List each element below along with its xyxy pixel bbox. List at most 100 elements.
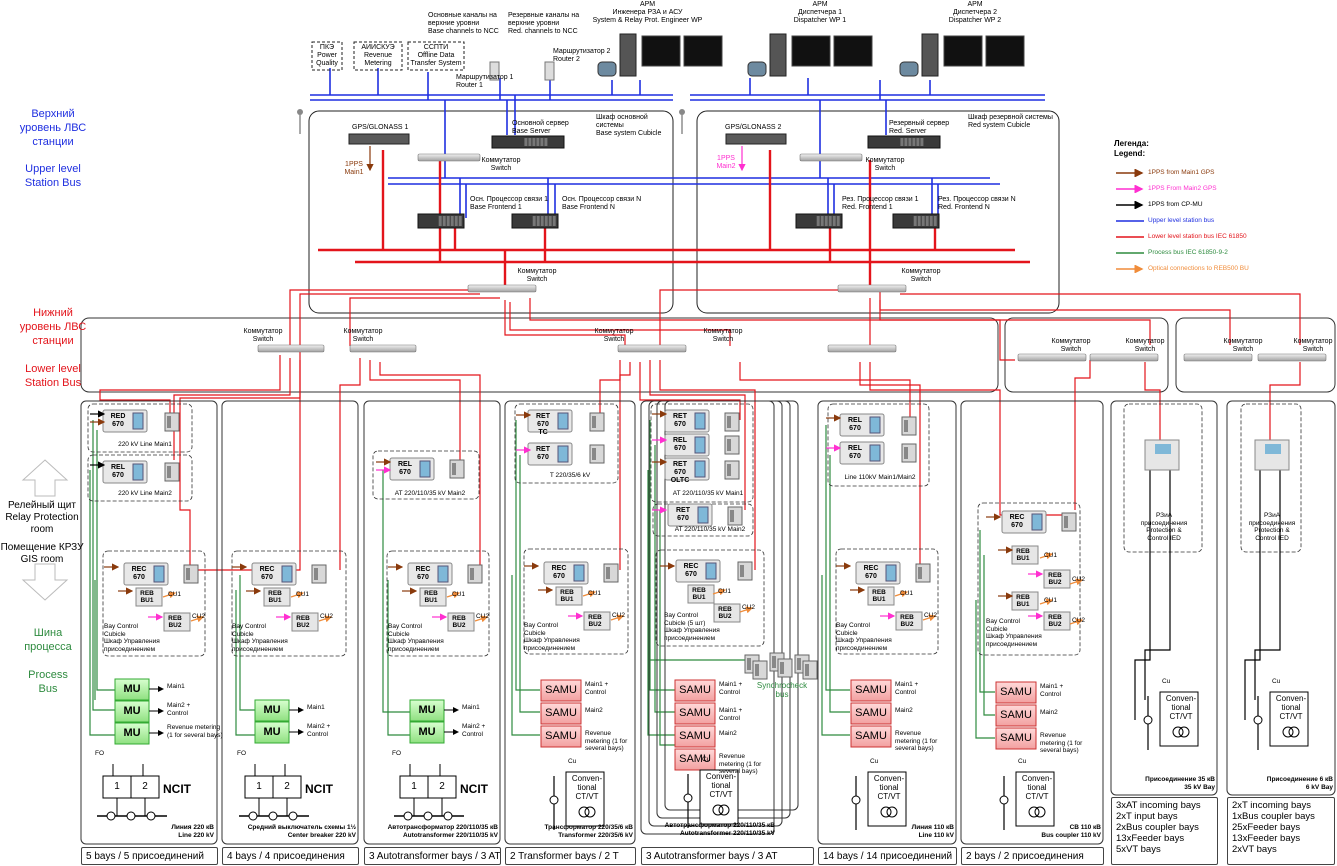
bay1-reb-bu1-label: REB BU1 — [140, 590, 154, 604]
bay1-ct-2 — [146, 811, 156, 821]
legend-item-cpmu: 1PPS from CP-MU — [1114, 197, 1314, 213]
bay4-samu-2 — [540, 725, 582, 748]
red-frontend-n-bay — [917, 216, 921, 226]
red-system-cubicle — [696, 110, 1060, 314]
bay4-rec670-screen — [573, 564, 585, 582]
bay5-samu-out-2: Main2 — [719, 730, 737, 737]
bay4-samu-0 — [540, 679, 582, 702]
bay6-samu-1 — [850, 702, 892, 725]
bottom-cell-7: 2 bays / 2 присоединения — [961, 847, 1104, 865]
bay3-rel670-label: REL 670 — [398, 461, 412, 476]
bay3-mu-out-1: Main2 + Control — [462, 723, 486, 738]
bay6-conv-ct — [851, 795, 861, 805]
bay2-mu-label-0: MU — [263, 704, 281, 716]
bay7-cu2a-label: CU2 — [1072, 576, 1086, 583]
bay4-reb-bu2-label: REB BU2 — [588, 614, 602, 628]
bay2-rec670-label: REC 670 — [259, 566, 275, 581]
bay6-reb-bu2 — [895, 611, 923, 631]
legend-item-process: Process bus IEC 61850-9-2 — [1114, 245, 1314, 261]
bay5-conv-label: Conven- tional CT/VT — [705, 772, 737, 799]
bay7-cu2b-label: CU2 — [1072, 617, 1086, 624]
bottom-cell-3: 3 Autotransformer bays / 3 AT — [364, 847, 501, 865]
bay3-cu2-label: CU2 — [476, 613, 490, 620]
bay-switch-2 — [349, 344, 417, 353]
bay2-reb-bu1 — [263, 587, 291, 607]
ied-35kv-screen — [1155, 444, 1171, 454]
bay4-reb-bu2 — [583, 611, 611, 631]
base-frontend-n-bay — [540, 216, 544, 226]
bay-switch-1 — [257, 344, 325, 353]
bay1-ct-0 — [106, 811, 116, 821]
bay4-ret670tc-screen — [557, 412, 569, 430]
red-switch — [799, 153, 863, 162]
bay-frames — [80, 400, 1336, 845]
bay6-conv-label: Conven- tional CT/VT — [873, 774, 905, 801]
bay-title-line110: Линия 110 кВ Line 110 kV — [911, 824, 954, 839]
bay7-samu-0 — [995, 681, 1037, 704]
sync-cu-b-2-port — [805, 664, 809, 676]
bay7-conv-label: Conven- tional CT/VT — [1021, 774, 1053, 801]
bay5-samu-out-1: Main1 + Control — [719, 707, 743, 722]
bay2-mu-out-1: Main2 + Control — [307, 723, 331, 738]
bay-switch-6 — [1089, 353, 1159, 362]
bay6-samu-label-2: SAMU — [855, 730, 887, 742]
group-at-main1: AT 220/110/35 kV Main1 — [672, 490, 744, 497]
red-switch-label: Коммутатор Switch — [865, 157, 905, 172]
bay3-cu1-label: CU1 — [452, 591, 466, 598]
bay2-rec670-screen — [281, 565, 293, 583]
bay4-samu-1 — [540, 702, 582, 725]
lower-switch1-label: Коммутатор Switch — [517, 268, 557, 283]
bay7-samu-label-2: SAMU — [1000, 732, 1032, 744]
legend-item-gps1: 1PPS from Main1 GPS — [1114, 165, 1314, 181]
bay7-samu-1 — [995, 704, 1037, 727]
bay7-reb-bu1b-label: REB BU1 — [1016, 594, 1030, 608]
red-frontend-1-bay — [836, 216, 840, 226]
bay1-cu-a-port — [167, 416, 171, 428]
bay3-reb-bu1 — [419, 587, 447, 607]
bay7-cu1b-label: CU1 — [1044, 597, 1058, 604]
bay6-reb-bu2-label: REB BU2 — [900, 614, 914, 628]
bay5-ret670-b-label: RET 670 — [676, 507, 690, 522]
bay3-mu-label-1: MU — [418, 726, 436, 738]
bay7-samu-out-1: Main2 — [1040, 709, 1058, 716]
bay2-ct-1 — [268, 811, 278, 821]
bay5-bay-control-label: Bay Control Cubicle (5 шт) Шкаф Управлен… — [664, 612, 720, 642]
bay6-samu-0 — [850, 679, 892, 702]
bay1-ncit-1-label: 1 — [114, 781, 120, 792]
bay6kv-conv-label: Conven- tional CT/VT — [1275, 694, 1307, 721]
bay2-ncit-1-label: 1 — [256, 781, 262, 792]
bay1-mu-out-0: Main1 — [167, 683, 185, 690]
bay5-samu-0 — [674, 679, 716, 702]
bay5-cu-b-port — [727, 439, 731, 451]
bay5-samu-label-3: SAMU — [679, 753, 711, 765]
lower-switch-2 — [837, 284, 907, 293]
bay3-mu-label-0: MU — [418, 704, 436, 716]
bay-switch3-label: Коммутатор Switch — [594, 328, 634, 343]
bay6-bay-control-label: Bay Control Cubicle Шкаф Управления прис… — [836, 622, 892, 652]
base-frontend1-label: Осн. Процессор связи 1 Base Frontend 1 — [470, 196, 549, 211]
bay35-cu-label: Cu — [1162, 678, 1171, 685]
base-server-bay — [544, 138, 548, 146]
gps2-label: GPS/GLONASS 2 — [725, 124, 782, 131]
bay2-reb-bu1-label: REB BU1 — [268, 590, 282, 604]
bay5-ret670-a-label: RET 670 — [673, 413, 687, 428]
revenue-metering-box: АИИСКУЭ Revenue Metering — [361, 44, 395, 67]
bay5-opt2 — [739, 606, 754, 614]
bay3-reb-bu2 — [447, 612, 475, 632]
bay3-rec670-label: REC 670 — [415, 566, 431, 581]
bay2-ncit-label: NCIT — [305, 782, 333, 796]
bay5-ret670-a-screen — [694, 412, 706, 430]
red-cubicle-label: Шкаф резервной системы Red system Cubicl… — [968, 114, 1053, 129]
bay3-ncit-label: NCIT — [460, 782, 488, 796]
bay1-ct-1 — [126, 811, 136, 821]
synchrocheck-label: Synchrocheck bus — [756, 681, 808, 699]
gps2-arrow-icon — [1116, 185, 1144, 193]
red-frontend-1-bay — [820, 216, 824, 226]
lower-level-zone-6kv — [1175, 317, 1336, 393]
bay7-reb-bu2b — [1043, 611, 1071, 631]
bay-switch7-label: Коммутатор Switch — [1223, 338, 1263, 353]
summary-35kv-box — [1111, 797, 1218, 865]
bay5-reb-bu1-label: REB BU1 — [692, 587, 706, 601]
red-frontendn-label: Рез. Процессор связи N Red. Frontend N — [938, 196, 1016, 211]
